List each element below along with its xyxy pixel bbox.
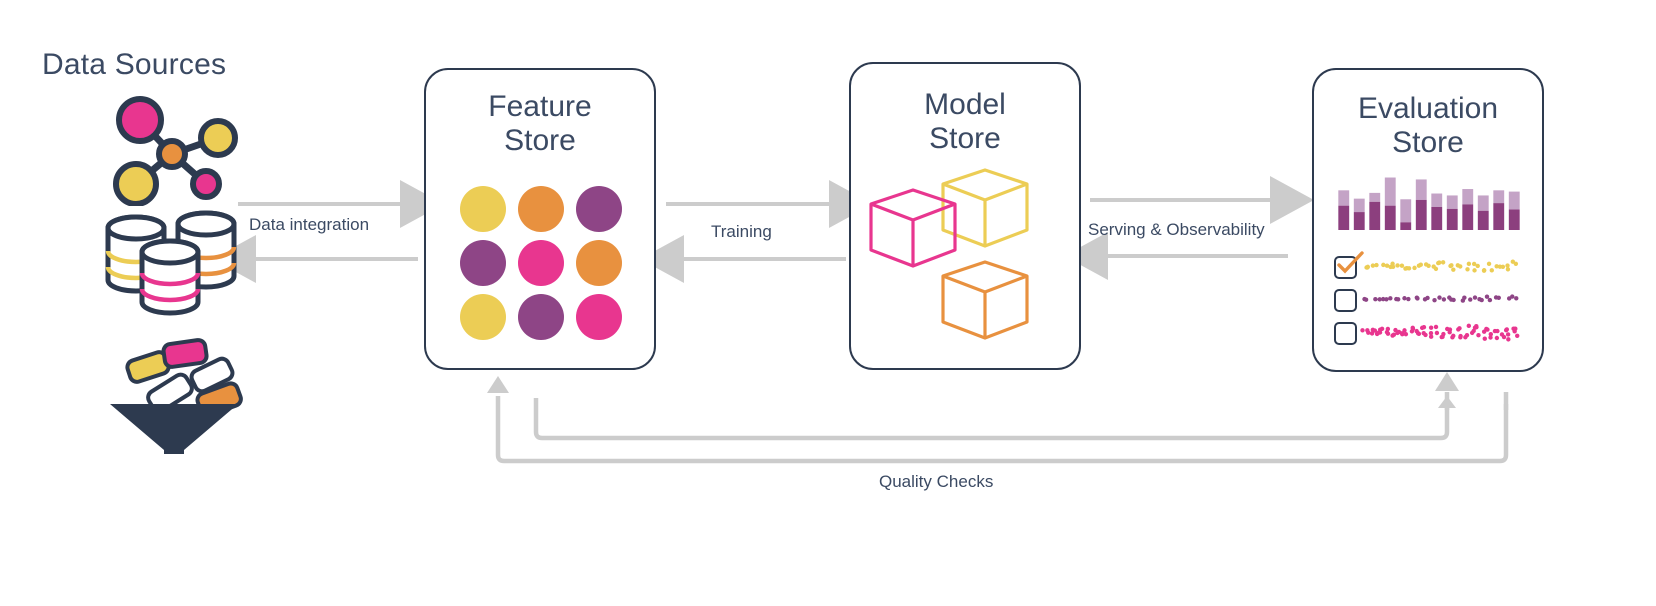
cube-yellow-icon bbox=[941, 168, 1029, 248]
bar-upper-7 bbox=[1446, 195, 1458, 209]
bar-lower-7 bbox=[1446, 208, 1458, 230]
arrow-quality-checks-outer bbox=[487, 376, 1509, 464]
feature-dot-6 bbox=[460, 294, 506, 340]
feature-dot-8 bbox=[576, 294, 622, 340]
model-store-title: Model Store bbox=[851, 88, 1079, 156]
feature-dot-7 bbox=[518, 294, 564, 340]
label-data-integration: Data integration bbox=[249, 215, 370, 234]
model-cubes-group bbox=[869, 168, 1029, 340]
network-graph-icon bbox=[113, 96, 238, 206]
arrowhead-into-evaluation-store bbox=[1435, 372, 1459, 391]
bar-upper-1 bbox=[1353, 198, 1365, 213]
feature-store-card[interactable]: Feature Store bbox=[424, 68, 656, 370]
bar-upper-6 bbox=[1431, 193, 1443, 207]
bar-upper-2 bbox=[1369, 192, 1381, 202]
bar-upper-0 bbox=[1338, 190, 1350, 206]
bar-lower-10 bbox=[1493, 203, 1505, 230]
arrow-quality-checks-inner bbox=[533, 392, 1456, 441]
bar-upper-5 bbox=[1415, 179, 1427, 200]
data-sources-group: Data Sources bbox=[40, 48, 300, 468]
bar-upper-9 bbox=[1477, 195, 1489, 211]
data-sources-title: Data Sources bbox=[42, 48, 227, 81]
bar-lower-4 bbox=[1400, 222, 1412, 230]
feature-store-title-line2: Store bbox=[504, 124, 576, 157]
feature-dot-4 bbox=[518, 240, 564, 286]
feature-dot-5 bbox=[576, 240, 622, 286]
checkbox-checked[interactable] bbox=[1334, 256, 1357, 279]
database-cylinders-icon bbox=[105, 210, 237, 316]
bar-lower-5 bbox=[1415, 199, 1427, 230]
feature-dot-1 bbox=[518, 186, 564, 232]
feature-dot-grid bbox=[460, 186, 622, 340]
scatter-strip-0 bbox=[1364, 259, 1519, 273]
model-store-card[interactable]: Model Store bbox=[849, 62, 1081, 370]
label-training: Training bbox=[711, 222, 772, 241]
bar-lower-9 bbox=[1477, 210, 1489, 230]
bar-upper-4 bbox=[1400, 199, 1412, 223]
evaluation-row-0 bbox=[1334, 251, 1524, 279]
evaluation-row-2 bbox=[1334, 322, 1524, 345]
funnel-icon bbox=[110, 338, 243, 454]
bar-lower-2 bbox=[1369, 201, 1381, 230]
bar-upper-10 bbox=[1493, 190, 1505, 204]
evaluation-store-title: Evaluation Store bbox=[1314, 92, 1542, 160]
evaluation-store-card[interactable]: Evaluation Store bbox=[1312, 68, 1544, 372]
bar-lower-1 bbox=[1353, 212, 1365, 230]
checkbox-unchecked[interactable] bbox=[1334, 322, 1357, 345]
stacked-bar-chart bbox=[1338, 177, 1520, 230]
bar-lower-8 bbox=[1462, 204, 1474, 230]
cube-orange-icon bbox=[941, 260, 1029, 340]
label-serving-observability: Serving & Observability bbox=[1088, 220, 1265, 239]
bar-upper-3 bbox=[1384, 177, 1396, 206]
feature-dot-3 bbox=[460, 240, 506, 286]
bar-upper-8 bbox=[1462, 189, 1474, 205]
evaluation-store-title-line1: Evaluation bbox=[1357, 92, 1499, 125]
evaluation-checkbox-rows bbox=[1334, 251, 1524, 345]
feature-dot-0 bbox=[460, 186, 506, 232]
feature-store-title-line1: Feature bbox=[488, 90, 592, 123]
scatter-strip-2 bbox=[1360, 323, 1520, 342]
evaluation-store-title-line2: Store bbox=[1392, 126, 1464, 159]
model-store-title-line2: Store bbox=[929, 122, 1001, 155]
bar-lower-11 bbox=[1508, 209, 1520, 230]
check-icon bbox=[1337, 251, 1364, 274]
label-quality-checks: Quality Checks bbox=[879, 472, 994, 491]
evaluation-row-1 bbox=[1334, 289, 1524, 312]
model-store-title-line1: Model bbox=[924, 88, 1006, 121]
scatter-strip-1 bbox=[1362, 294, 1519, 303]
checkbox-unchecked[interactable] bbox=[1334, 289, 1357, 312]
bar-lower-3 bbox=[1384, 205, 1396, 230]
bar-lower-6 bbox=[1431, 206, 1443, 230]
feature-dot-2 bbox=[576, 186, 622, 232]
feature-store-title: Feature Store bbox=[426, 90, 654, 158]
bar-upper-11 bbox=[1508, 191, 1520, 210]
bar-lower-0 bbox=[1338, 205, 1350, 230]
cube-pink-icon bbox=[869, 188, 957, 268]
